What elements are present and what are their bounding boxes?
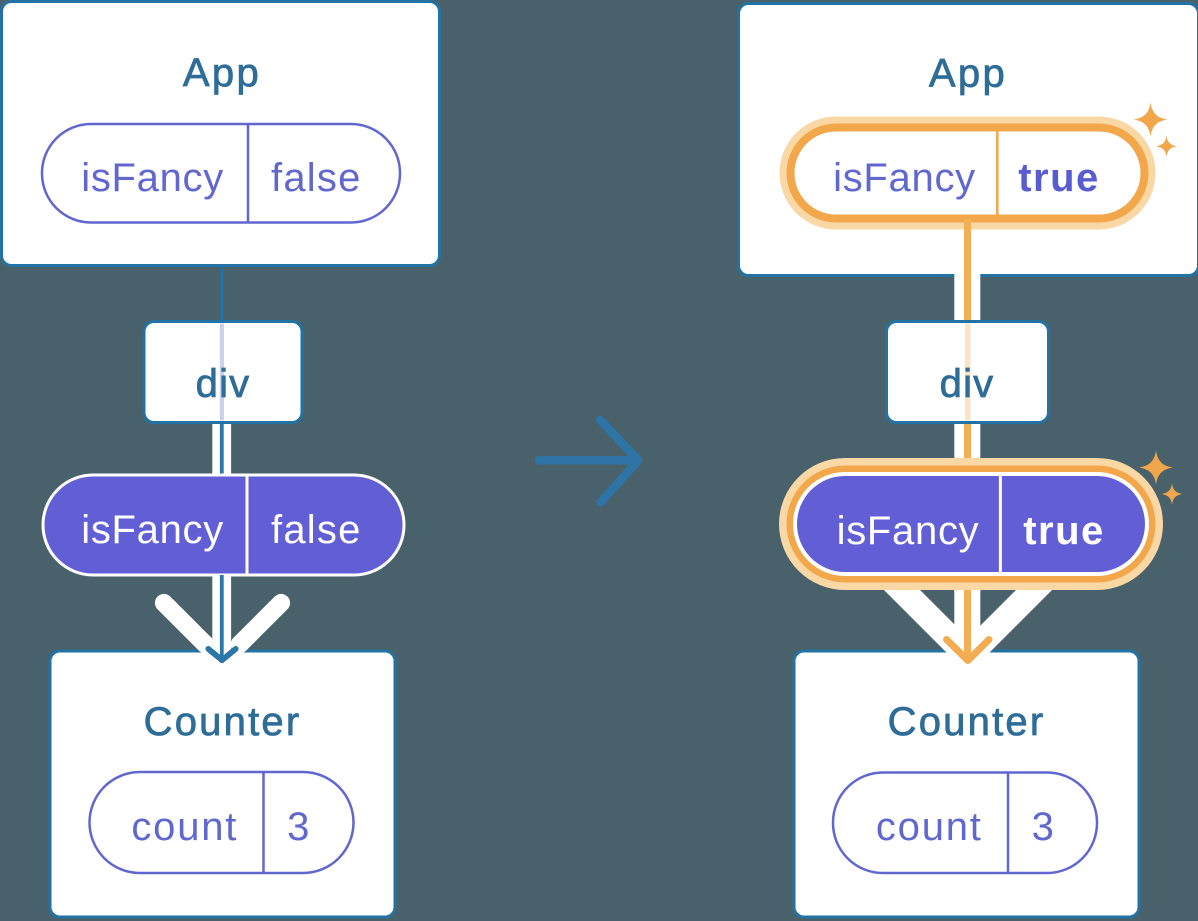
svg-text:Counter: Counter bbox=[144, 700, 302, 744]
svg-text:count: count bbox=[131, 805, 238, 849]
svg-text:isFancy: isFancy bbox=[81, 508, 224, 552]
svg-text:div: div bbox=[196, 362, 251, 406]
svg-text:false: false bbox=[271, 156, 362, 200]
svg-text:true: true bbox=[1023, 509, 1105, 553]
svg-text:3: 3 bbox=[1032, 805, 1054, 849]
svg-text:isFancy: isFancy bbox=[837, 509, 980, 553]
svg-text:true: true bbox=[1018, 156, 1100, 200]
svg-text:3: 3 bbox=[287, 805, 309, 849]
svg-text:isFancy: isFancy bbox=[833, 156, 976, 200]
svg-text:App: App bbox=[183, 51, 261, 95]
svg-text:false: false bbox=[271, 508, 362, 552]
svg-text:Counter: Counter bbox=[888, 700, 1046, 744]
svg-text:App: App bbox=[929, 52, 1007, 96]
svg-text:isFancy: isFancy bbox=[81, 156, 224, 200]
svg-text:div: div bbox=[940, 362, 995, 406]
svg-text:count: count bbox=[876, 805, 983, 849]
